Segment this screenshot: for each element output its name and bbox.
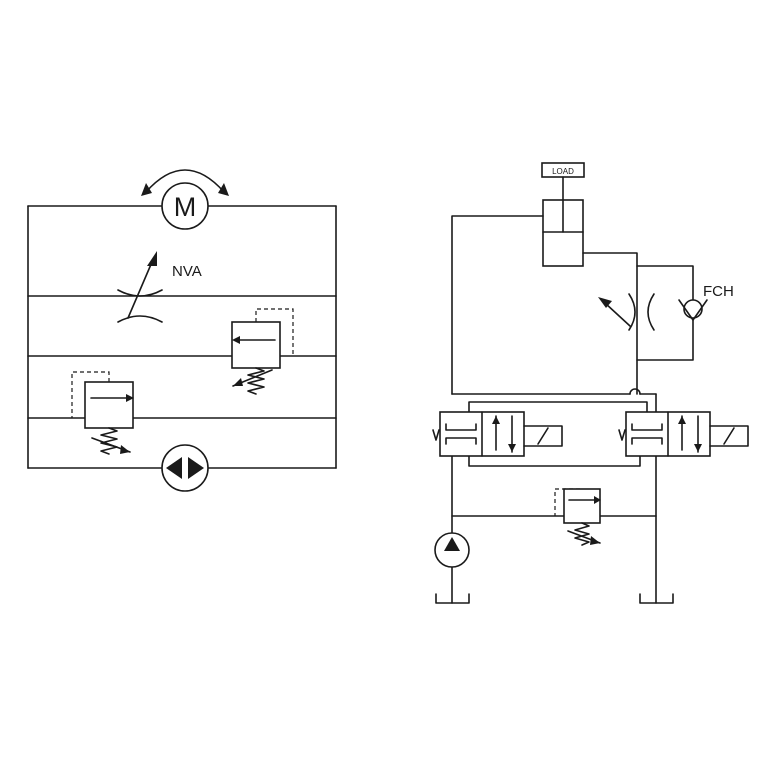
right-circuit: LOAD bbox=[432, 162, 749, 604]
check-valve-label: FCH bbox=[703, 283, 734, 300]
load-label: LOAD bbox=[552, 167, 574, 176]
flow-control-valve bbox=[598, 293, 655, 331]
relief-valve-right bbox=[554, 488, 601, 546]
directional-valve-right bbox=[618, 411, 749, 457]
check-valve: FCH bbox=[678, 283, 734, 321]
pump-left bbox=[161, 444, 209, 492]
load: LOAD bbox=[541, 162, 585, 201]
needle-valve: NVA bbox=[117, 251, 202, 323]
tank-left bbox=[435, 593, 470, 604]
left-circuit-lines bbox=[27, 205, 337, 469]
directional-valve-left bbox=[432, 411, 563, 457]
needle-valve-label: NVA bbox=[172, 263, 202, 280]
motor-label: M bbox=[174, 192, 197, 222]
relief-valve-lower bbox=[71, 371, 134, 455]
relief-valve-upper bbox=[231, 308, 294, 395]
right-circuit-lines bbox=[451, 215, 694, 604]
left-circuit: M NVA bbox=[27, 169, 337, 492]
cylinder bbox=[542, 199, 584, 267]
tank-right bbox=[639, 593, 674, 604]
motor: M bbox=[141, 169, 229, 230]
pump-right bbox=[434, 532, 470, 568]
